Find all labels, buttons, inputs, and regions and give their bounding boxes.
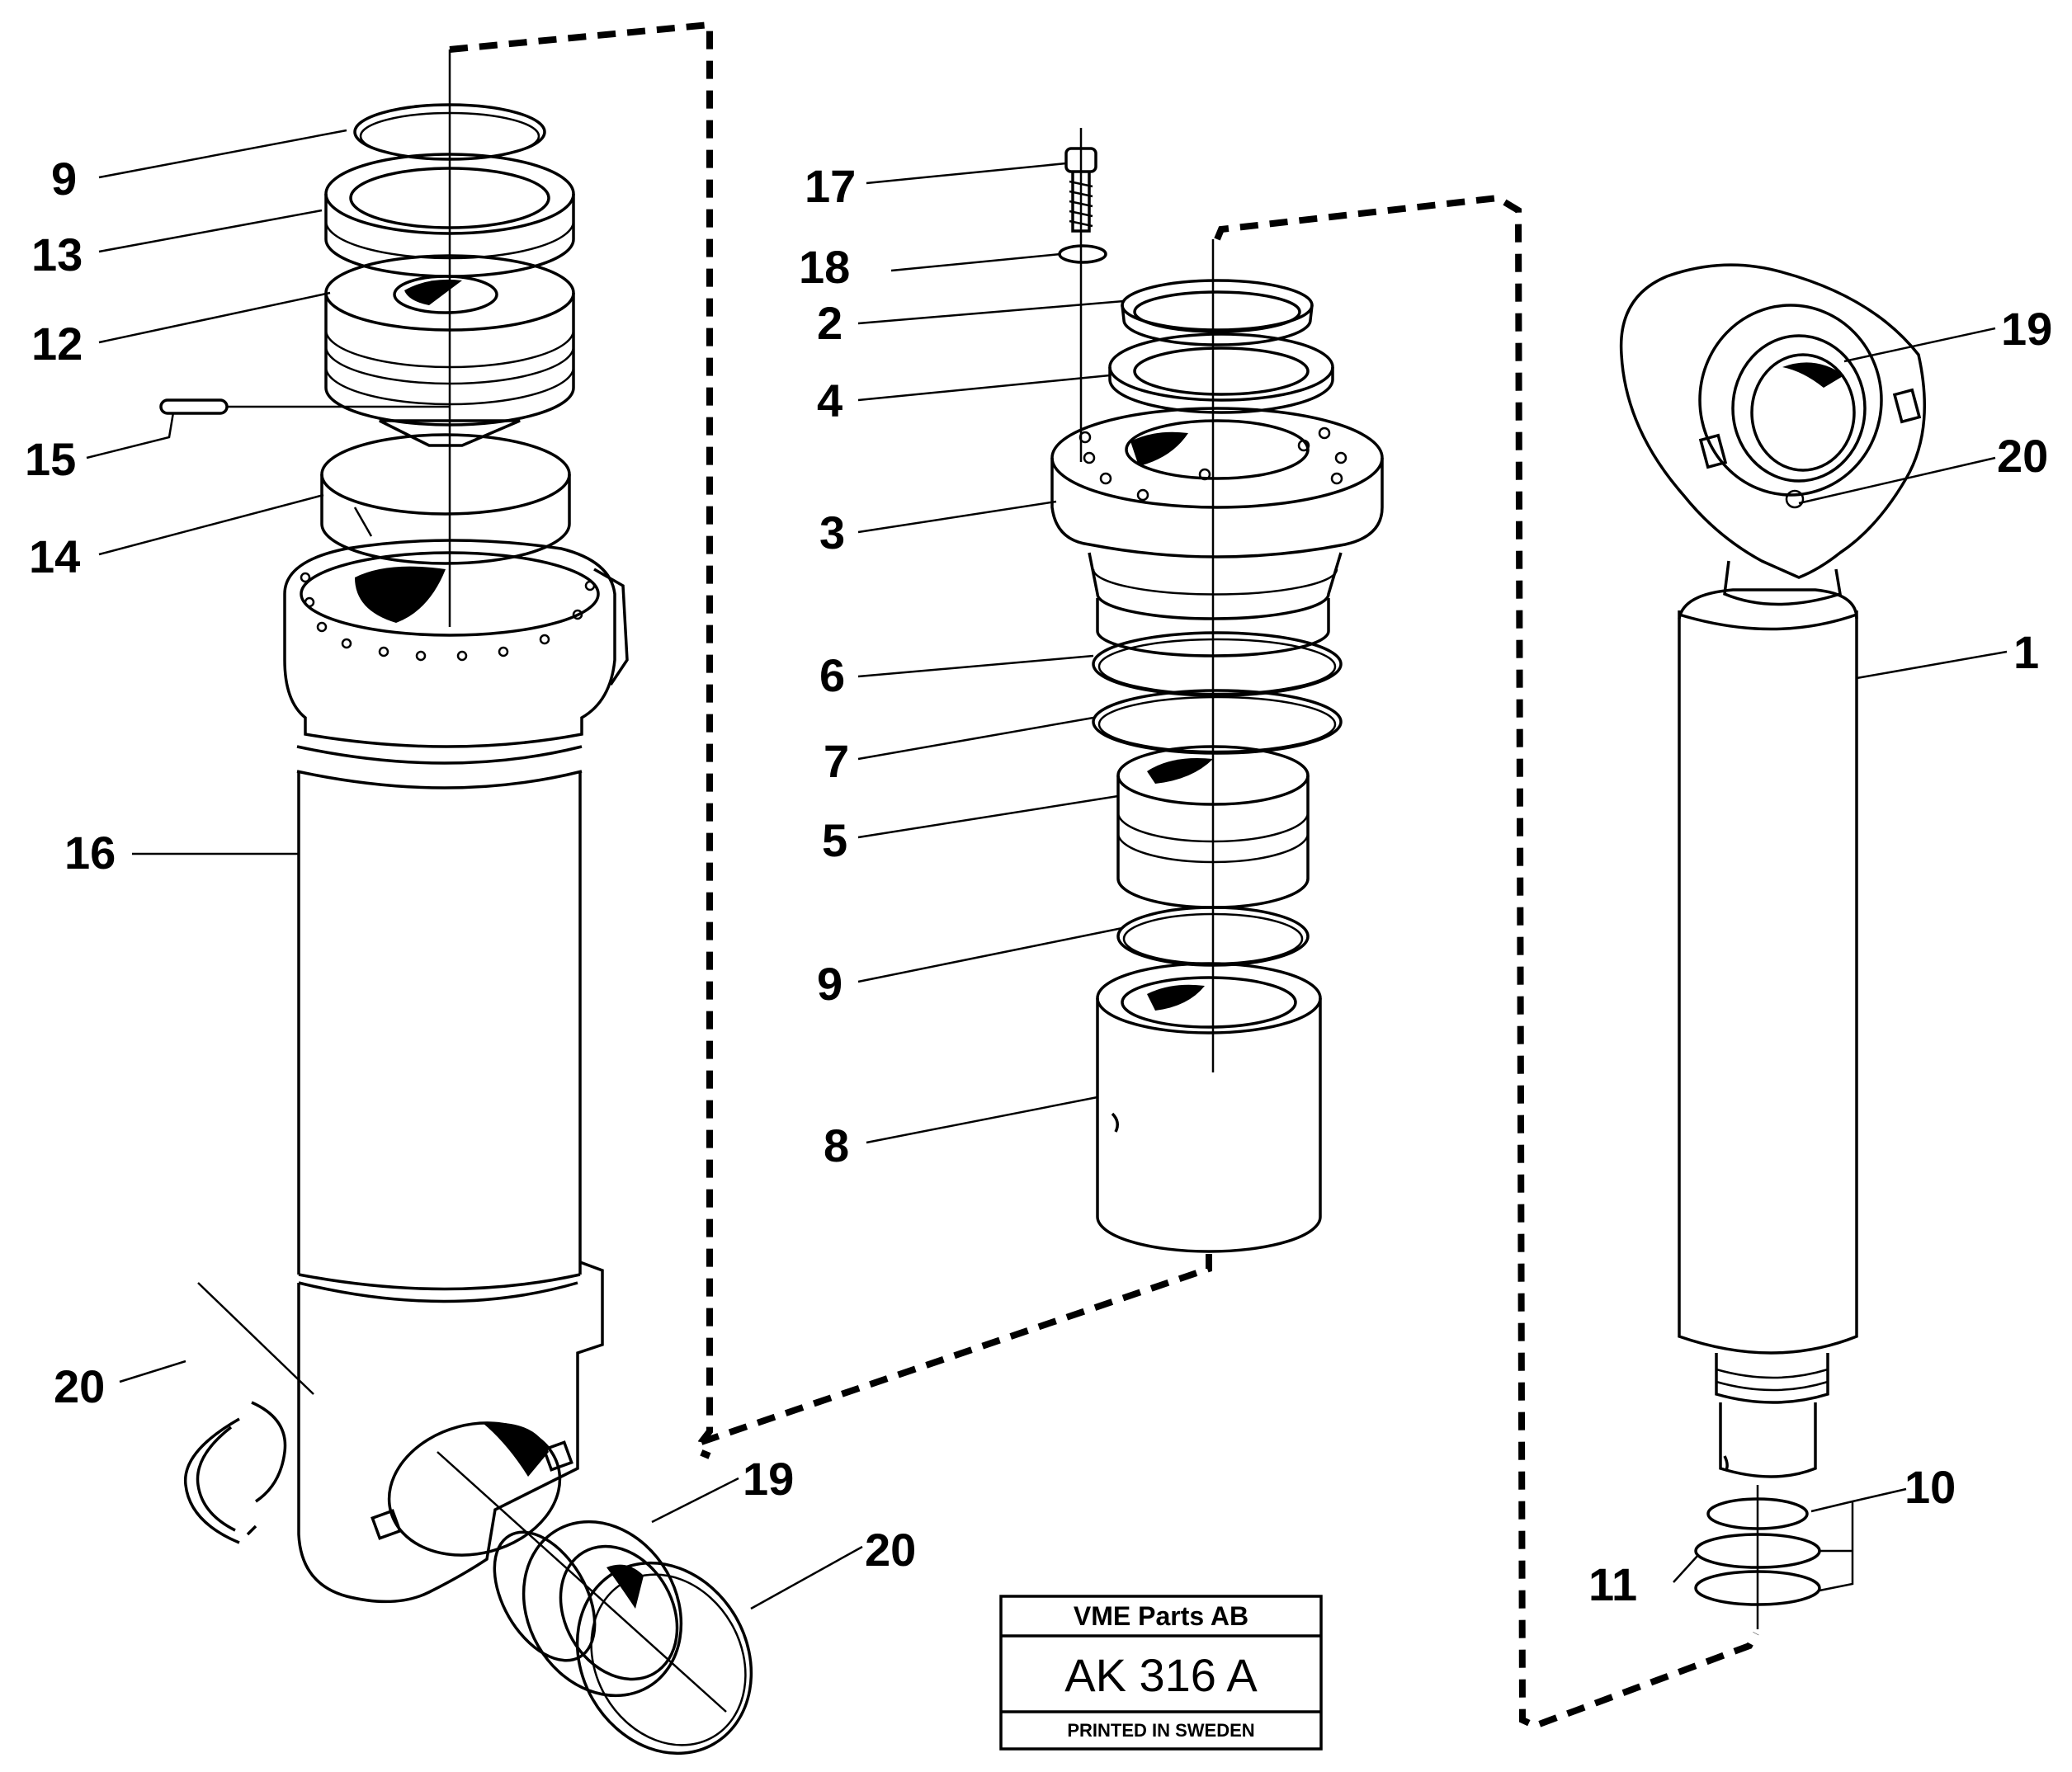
callout-labels: 9 13 12 15 14 16 20 19 20 17 18 2 4 3 6 … — [25, 153, 2052, 1610]
callout-right-10: 10 — [1904, 1461, 1956, 1513]
callout-right-11: 11 — [1588, 1558, 1637, 1610]
callout-mid-8: 8 — [824, 1119, 849, 1171]
callout-left-20b: 20 — [865, 1524, 916, 1576]
callout-mid-2: 2 — [817, 297, 842, 349]
callout-left-15: 15 — [25, 433, 76, 485]
callout-left-13: 13 — [31, 229, 83, 280]
callout-right-1: 1 — [2013, 626, 2039, 678]
callout-mid-9: 9 — [817, 958, 842, 1010]
callout-mid-17: 17 — [805, 160, 856, 212]
head-bolt-holes — [300, 572, 596, 662]
title-block: VME Parts AB AK 316 A PRINTED IN SWEDEN — [999, 1595, 1323, 1751]
leader-lines — [86, 129, 2008, 1610]
assembly-dashed-lines — [449, 21, 1759, 1730]
cylinder-head-parts — [1050, 128, 1384, 1253]
flange-bolt-holes — [1078, 427, 1348, 502]
callout-left-19: 19 — [743, 1453, 794, 1505]
title-block-company: VME Parts AB — [1074, 1601, 1248, 1631]
title-block-printed: PRINTED IN SWEDEN — [1067, 1720, 1254, 1741]
cylinder-tube-assembly — [159, 49, 753, 1756]
callout-mid-7: 7 — [824, 735, 849, 787]
callout-mid-6: 6 — [819, 649, 845, 701]
callout-left-12: 12 — [31, 318, 83, 370]
callout-mid-5: 5 — [822, 814, 847, 866]
piston-rod-assembly — [1619, 263, 1926, 1629]
callout-mid-18: 18 — [799, 241, 850, 293]
callout-right-19: 19 — [2001, 303, 2052, 355]
callout-mid-4: 4 — [817, 375, 842, 427]
callout-mid-3: 3 — [819, 507, 845, 558]
callout-left-16: 16 — [64, 827, 116, 879]
callout-left-20a: 20 — [54, 1360, 105, 1412]
callout-left-9: 9 — [51, 153, 77, 205]
title-block-code: AK 316 A — [1064, 1649, 1258, 1701]
callout-right-20: 20 — [1997, 430, 2048, 482]
callout-left-14: 14 — [29, 530, 80, 582]
